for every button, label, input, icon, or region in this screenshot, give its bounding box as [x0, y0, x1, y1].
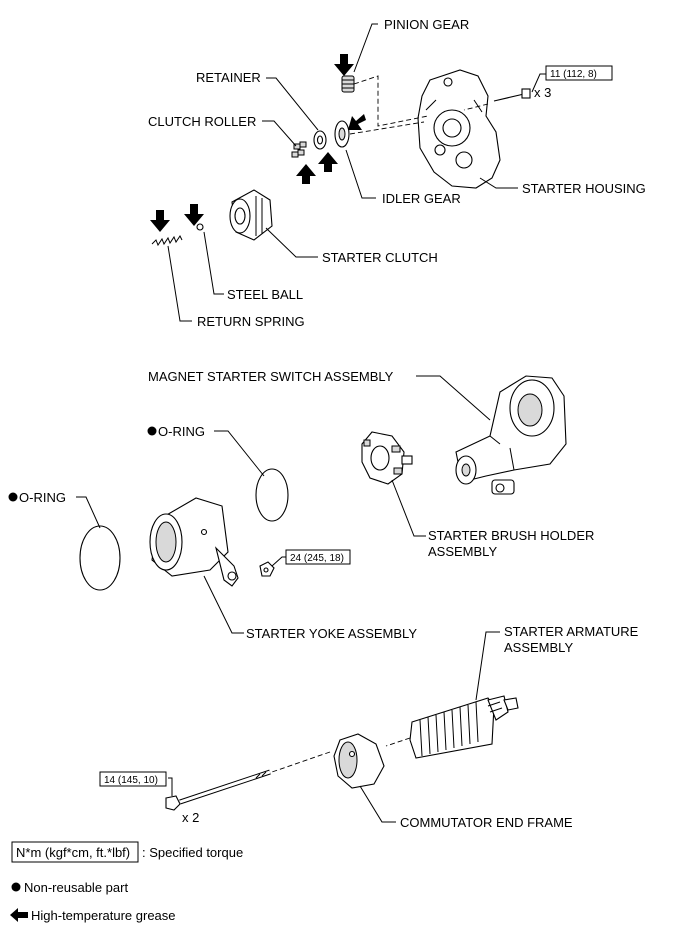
filled-circle-icon	[11, 882, 21, 892]
yoke-part	[149, 497, 239, 587]
non-reusable-dot-oring2-icon	[8, 492, 18, 502]
clutch-roller-part	[291, 141, 307, 158]
starter-clutch-part	[229, 189, 273, 241]
leader-lines-bottom	[168, 631, 500, 823]
housing-bolt-part	[493, 88, 531, 102]
legend: N*m (kgf*cm, ft.*lbf) : Specified torque…	[10, 841, 243, 923]
torque-box-through-bolt	[99, 771, 167, 787]
label-pinion-gear: PINION GEAR	[384, 17, 469, 32]
grease-arrow-pinion-icon	[334, 54, 354, 76]
magnet-switch-part	[455, 375, 567, 495]
label-clutch-roller: CLUTCH ROLLER	[148, 114, 256, 129]
brush-holder-part	[361, 431, 413, 485]
torque-box-yoke-nut	[285, 549, 351, 565]
arrow-icon	[10, 908, 28, 922]
grease-arrow-clutch1-icon	[296, 164, 316, 184]
label-retainer: RETAINER	[196, 70, 261, 85]
torque-housing-bolt: 11 (112, 8)	[550, 69, 597, 80]
through-bolt-dashed-line	[271, 751, 331, 773]
return-spring-part	[151, 235, 183, 247]
label-magnet-switch: MAGNET STARTER SWITCH ASSEMBLY	[148, 369, 394, 384]
label-armature-1: STARTER ARMATURE	[504, 624, 639, 639]
legend-torque-units: N*m (kgf*cm, ft.*lbf)	[16, 845, 130, 860]
pinion-gear-part	[341, 75, 355, 93]
grease-arrow-idler-icon	[348, 114, 366, 130]
grease-arrow-spring-icon	[150, 210, 170, 232]
legend-torque-box	[11, 841, 139, 863]
legend-grease: High-temperature grease	[31, 908, 176, 923]
leader-lines-middle	[76, 375, 491, 634]
legend-non-reusable: Non-reusable part	[24, 880, 128, 895]
o-ring-left-part	[79, 525, 121, 591]
label-starter-clutch: STARTER CLUTCH	[322, 250, 438, 265]
torque-box-housing-bolt	[545, 65, 613, 81]
through-bolt-qty: x 2	[182, 810, 199, 825]
torque-housing-leader	[531, 73, 546, 93]
steel-ball-part	[196, 223, 204, 231]
housing-bolt-qty: x 3	[534, 85, 551, 100]
pinion-dashed-line	[353, 75, 429, 127]
legend-torque-desc: : Specified torque	[142, 845, 243, 860]
non-reusable-dot-oring1-icon	[147, 426, 157, 436]
bolt-dashed-line	[463, 103, 489, 111]
starter-housing-part	[417, 69, 501, 189]
label-brush-holder-2: ASSEMBLY	[428, 544, 497, 559]
grease-arrows-top	[150, 54, 366, 232]
label-steel-ball: STEEL BALL	[227, 287, 303, 302]
grease-arrow-clutch2-icon	[318, 152, 338, 172]
leader-lines-top	[167, 23, 518, 322]
label-o-ring-2: O-RING	[19, 490, 66, 505]
through-bolt-part	[165, 769, 271, 811]
label-return-spring: RETURN SPRING	[197, 314, 305, 329]
label-idler-gear: IDLER GEAR	[382, 191, 461, 206]
torque-yoke-nut: 24 (245, 18)	[290, 553, 344, 564]
grease-arrow-ball-icon	[184, 204, 204, 226]
label-commutator-end-frame: COMMUTATOR END FRAME	[400, 815, 573, 830]
torque-through-bolt: 14 (145, 10)	[104, 775, 158, 786]
label-armature-2: ASSEMBLY	[504, 640, 573, 655]
retainer-part	[313, 130, 327, 150]
armature-dashed-line	[385, 737, 411, 747]
yoke-nut-part	[259, 561, 275, 577]
o-ring-middle-part	[255, 468, 289, 522]
armature-part	[409, 695, 519, 759]
commutator-end-frame-part	[333, 733, 385, 789]
label-o-ring-1: O-RING	[158, 424, 205, 439]
idler-gear-part	[334, 120, 350, 148]
label-brush-holder-1: STARTER BRUSH HOLDER	[428, 528, 594, 543]
idler-dashed-line	[349, 121, 425, 135]
label-starter-housing: STARTER HOUSING	[522, 181, 646, 196]
label-yoke: STARTER YOKE ASSEMBLY	[246, 626, 417, 641]
